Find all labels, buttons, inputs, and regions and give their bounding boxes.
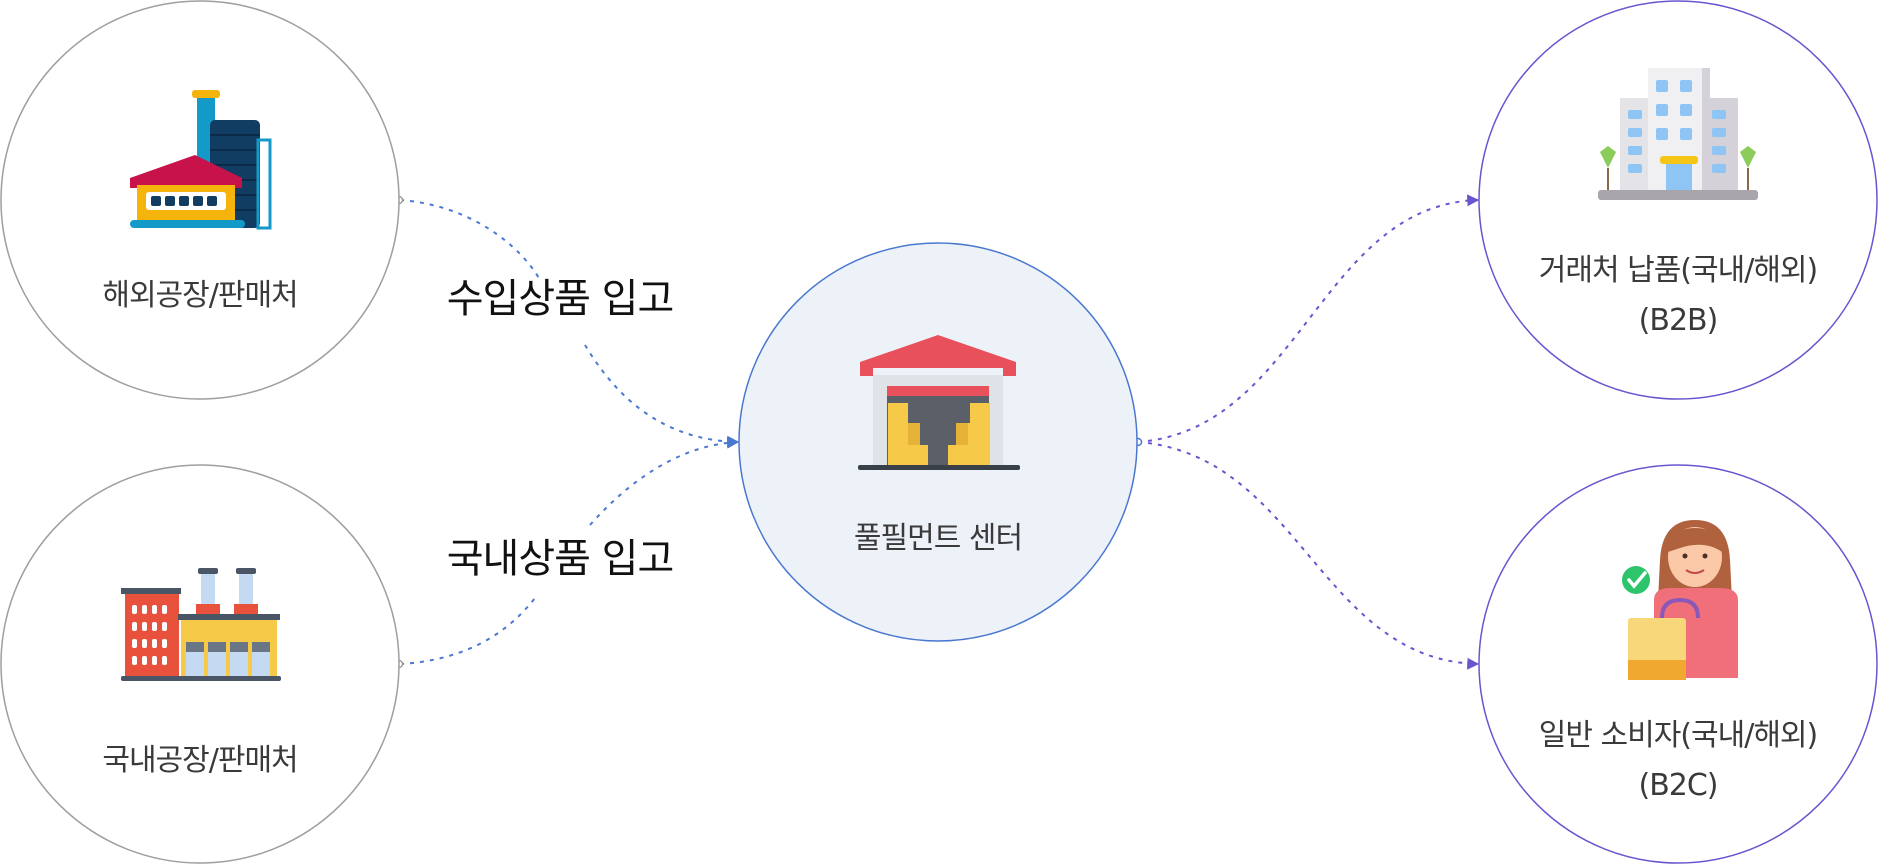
- node-fulfillment-center: 풀필먼트 센터: [738, 242, 1138, 642]
- node-domestic-factory: 국내공장/판매처: [0, 464, 400, 864]
- node-overseas-factory: 해외공장/판매처: [0, 0, 400, 400]
- edge-domestic-inbound: [399, 597, 536, 665]
- node-label-domestic: 국내공장/판매처: [102, 743, 297, 778]
- node-label-b2b-line2: (B2B): [1639, 303, 1718, 338]
- node-b2c: 일반 소비자(국내/해외) (B2C): [1478, 464, 1878, 864]
- warehouse-icon: [858, 335, 1020, 470]
- node-b2b: 거래처 납품(국내/해외) (B2B): [1478, 0, 1878, 400]
- factory-domestic-icon: [121, 568, 281, 681]
- edge-label-import: 수입상품 입고: [447, 276, 674, 322]
- node-label-b2c-line2: (B2C): [1638, 768, 1717, 803]
- shopper-icon: [1622, 520, 1738, 680]
- edge-import-inbound-lower: [584, 344, 740, 448]
- edge-domestic-inbound-upper: [589, 436, 740, 526]
- factory-overseas-icon: [130, 90, 272, 230]
- edge-b2c: [1137, 441, 1480, 670]
- edge-label-domestic: 국내상품 입고: [447, 536, 674, 582]
- node-label-overseas: 해외공장/판매처: [102, 278, 297, 313]
- node-label-b2c-line1: 일반 소비자(국내/해외): [1539, 718, 1817, 753]
- edge-b2b: [1137, 194, 1480, 443]
- node-label-fulfillment: 풀필먼트 센터: [854, 521, 1022, 556]
- node-label-b2b-line1: 거래처 납품(국내/해외): [1539, 253, 1817, 288]
- edge-import-inbound: [399, 199, 541, 281]
- office-building-icon: [1598, 68, 1758, 200]
